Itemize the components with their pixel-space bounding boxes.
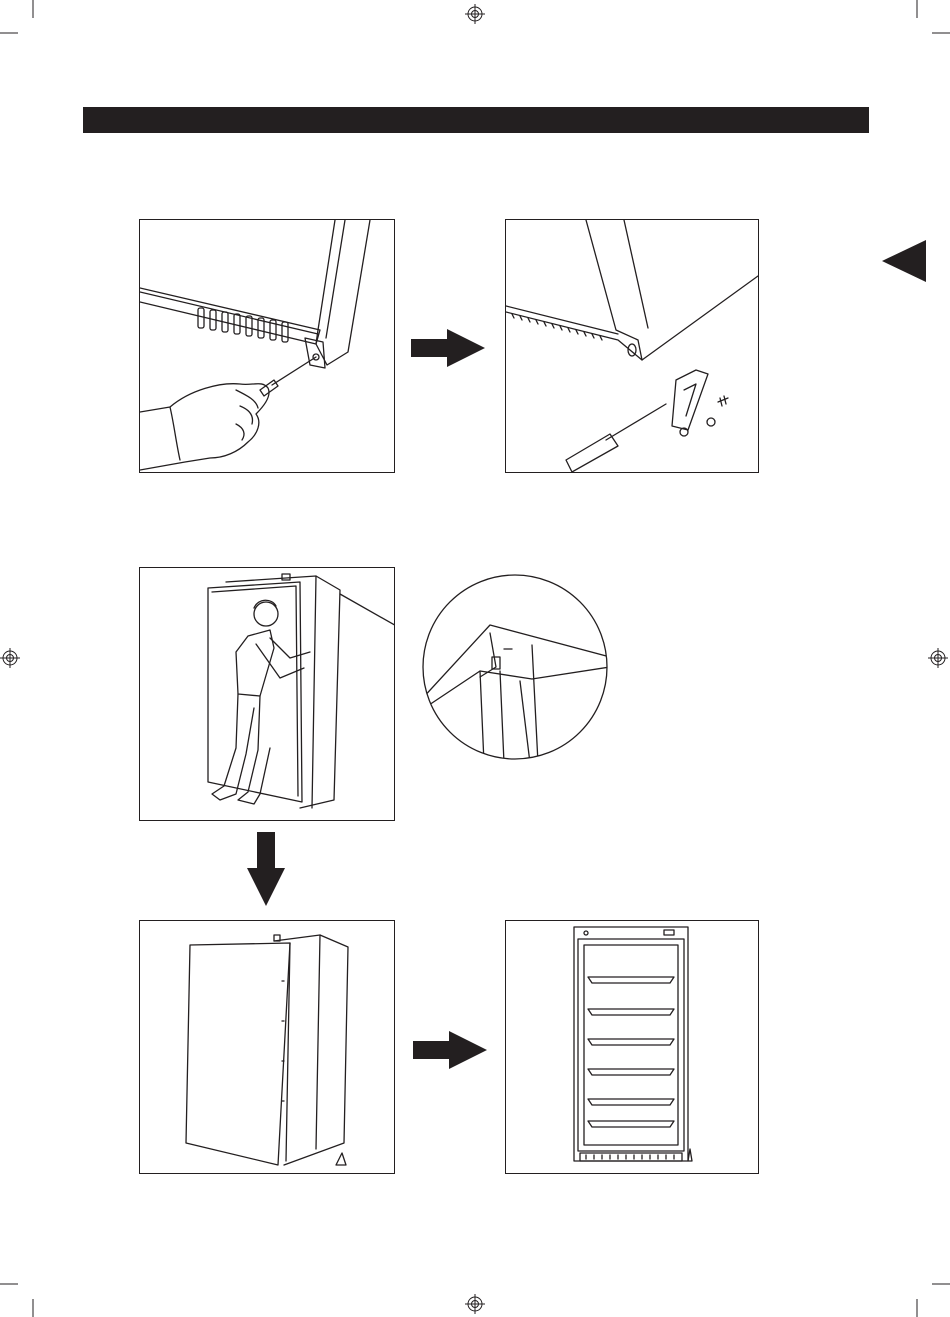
illustration-hinge-parts-removed [506,220,758,472]
illustration-cabinet-without-door [506,921,758,1173]
step-panel-lift-door-off [139,567,395,821]
registration-mark-icon [465,1294,485,1314]
step-arrow-icon [411,329,485,367]
registration-mark-icon [465,4,485,24]
step-panel-remove-hinge-cover [139,219,395,473]
registration-mark-icon [0,648,20,668]
step-arrow-icon [413,1031,487,1069]
page-tab-triangle-icon [882,240,926,282]
section-header-bar-rect [83,107,869,133]
illustration-remove-hinge-cover [140,220,394,472]
step-panel-cabinet-without-door [505,920,759,1174]
step-panel-door-removed [139,920,395,1174]
top-hinge-detail [420,571,610,763]
illustration-door-removed [140,921,394,1173]
step-arrow-icon [247,832,285,906]
page-tab-triangle-shape [882,240,926,282]
section-header-bar [83,107,869,133]
registration-mark-icon [928,648,948,668]
section-header-bar-fill [83,107,869,133]
step-panel-hinge-parts-removed [505,219,759,473]
illustration-lift-door-off [140,568,394,820]
